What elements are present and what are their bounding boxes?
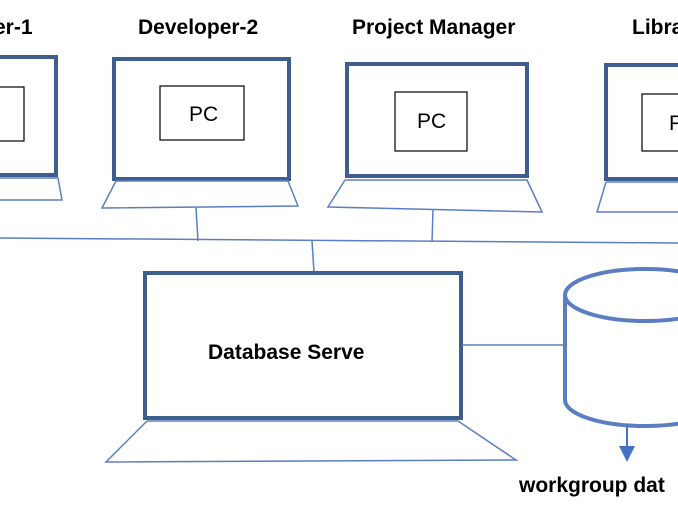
developer-1-laptop	[0, 55, 63, 201]
server-base	[104, 420, 519, 463]
database-server: Database Serve	[104, 271, 519, 463]
developer-2-drop	[195, 207, 199, 242]
developer-2-laptop: PC	[100, 57, 300, 242]
storage-label: workgroup dat	[518, 474, 665, 497]
project-manager-laptop: PC	[326, 62, 544, 243]
library-base	[595, 181, 678, 213]
library-title: Libra	[632, 16, 678, 39]
project-manager-drop	[431, 209, 434, 243]
library-laptop: P	[595, 63, 678, 213]
library-pc-label: P	[669, 112, 678, 135]
network-bus	[0, 237, 678, 244]
server-screen	[143, 271, 463, 420]
project-manager-pc-label: PC	[417, 110, 446, 133]
storage-arrow-head	[619, 446, 635, 462]
developer-1-base	[0, 177, 63, 201]
developer-2-base	[100, 180, 300, 209]
developer-2-pc-label: PC	[189, 103, 218, 126]
developer-2-title: Developer-2	[138, 16, 258, 39]
project-manager-title: Project Manager	[352, 16, 515, 39]
cylinder-body	[563, 295, 678, 428]
server-label: Database Serve	[208, 341, 364, 364]
project-manager-pc-box	[394, 91, 468, 152]
storage-cylinder	[563, 267, 678, 428]
developer-2-pc-box	[159, 85, 245, 141]
project-manager-base	[326, 179, 544, 213]
server-drop	[311, 240, 315, 273]
developer-1-pc-box	[0, 86, 25, 142]
cylinder-top	[563, 267, 678, 323]
developer-1-title: er-1	[0, 16, 33, 39]
library-pc-box	[641, 93, 678, 152]
